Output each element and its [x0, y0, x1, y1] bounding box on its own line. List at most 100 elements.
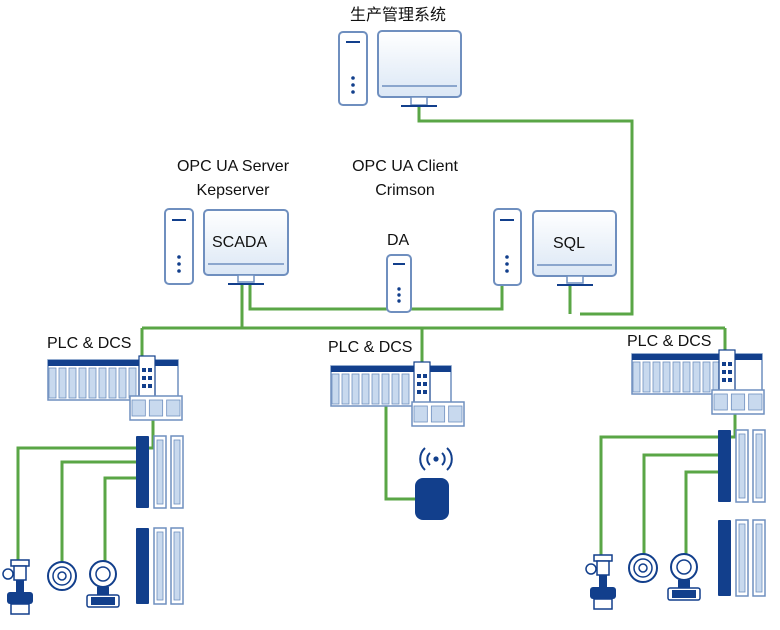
valve-stem — [16, 580, 24, 592]
io-module-channel — [156, 531, 164, 601]
plc-slot — [371, 373, 380, 405]
plc-slot — [351, 373, 360, 405]
plc-cpu-led — [417, 374, 421, 378]
plc-slot — [692, 361, 701, 393]
plc-cpu-led — [423, 390, 427, 394]
plc-dcs-label-right: PLC & DCS — [627, 333, 712, 350]
io-module-dark — [136, 436, 149, 508]
io-module-dark — [718, 430, 731, 502]
plc-cpu-led — [148, 376, 152, 380]
scada-server-tower — [164, 208, 194, 285]
opc-ua-client-label: OPC UA Client — [352, 158, 458, 175]
client-tower — [493, 208, 522, 286]
valve-actuator-cap — [10, 559, 30, 567]
transmitter-flange-core — [672, 590, 696, 598]
field-wire-right-2 — [642, 453, 719, 556]
plc-cpu-led — [423, 382, 427, 386]
plc-rack-top-bar — [632, 354, 762, 360]
field-wire-left-2 — [60, 460, 136, 562]
plc-extension-slot — [713, 393, 728, 411]
link-top-to-bus — [417, 98, 634, 316]
valve-positioner — [2, 568, 14, 580]
plc-slot — [341, 373, 350, 405]
io-module-dark — [718, 520, 731, 596]
io-modules-left — [136, 435, 184, 605]
io-module-dark — [136, 528, 149, 604]
field-wire-left-3 — [103, 476, 136, 562]
plc-slot — [702, 361, 711, 393]
plc-slot — [391, 373, 400, 405]
plc-rack-center — [330, 361, 465, 427]
plc-rack-right — [631, 349, 765, 415]
plc-slot — [48, 367, 57, 399]
management-system-label: 生产管理系统 — [349, 7, 446, 24]
network-links — [16, 98, 737, 572]
kepserver-label: Kepserver — [196, 182, 270, 199]
plc-slot — [401, 373, 410, 405]
da-tower — [386, 254, 412, 313]
crimson-label: Crimson — [375, 182, 435, 199]
plc-cpu-led — [722, 378, 726, 382]
plc-cpu-led — [728, 370, 732, 374]
plc-cpu-module — [138, 355, 156, 401]
plc-cpu-led — [142, 376, 146, 380]
valve-body — [590, 587, 616, 599]
valve-body — [7, 592, 33, 604]
io-module-channel — [738, 523, 746, 593]
plc-rack-top-bar — [331, 366, 451, 372]
opc-ua-server-label: OPC UA Server — [176, 158, 290, 175]
scada-label: SCADA — [212, 234, 268, 251]
transmitter-display — [95, 566, 111, 582]
plc-dcs-label-center: PLC & DCS — [328, 339, 413, 356]
plc-cpu-led — [148, 368, 152, 372]
scada-monitor — [203, 209, 289, 285]
field-wire-right-3 — [684, 470, 719, 556]
management-monitor — [377, 30, 462, 107]
plc-cpu-led — [722, 362, 726, 366]
field-wire-left-1 — [16, 420, 155, 572]
plc-slot — [642, 361, 651, 393]
plc-cpu-led — [417, 382, 421, 386]
valve-actuator-body — [596, 560, 610, 576]
plc-cpu-led — [728, 378, 732, 382]
sql-label: SQL — [553, 235, 586, 252]
plc-rack-left — [47, 355, 183, 421]
plc-cpu-led — [722, 370, 726, 374]
transmitter-display — [676, 559, 692, 575]
plc-extension-slot — [730, 393, 746, 411]
link-scada-to-da-and-server — [248, 282, 504, 311]
field-wire-center — [384, 404, 415, 501]
plc-cpu-module — [718, 349, 736, 395]
valve-actuator-body — [13, 565, 27, 581]
plc-slot — [108, 367, 117, 399]
plc-slot — [361, 373, 370, 405]
plc-extension-slot — [448, 405, 463, 423]
da-label: DA — [387, 232, 410, 249]
io-module-channel — [156, 439, 164, 505]
plc-cpu-led — [423, 374, 427, 378]
plc-cpu-module — [413, 361, 431, 407]
plc-rack-frame — [330, 365, 452, 407]
plc-slot — [68, 367, 77, 399]
plc-dcs-label-left: PLC & DCS — [47, 335, 132, 352]
plc-cpu-led — [728, 362, 732, 366]
valve-flange — [10, 603, 30, 615]
plc-extension-slot — [748, 393, 763, 411]
plc-slot — [672, 361, 681, 393]
plc-rack-top-bar — [48, 360, 178, 366]
plc-slot — [381, 373, 390, 405]
plc-extension-slot — [131, 399, 146, 417]
io-module-channel — [755, 523, 763, 593]
field-instruments-left — [2, 559, 120, 615]
io-module-channel — [173, 439, 181, 505]
transmitter-neck — [678, 580, 690, 588]
valve-stem — [599, 575, 607, 587]
io-module-channel — [738, 433, 746, 499]
plc-slot — [118, 367, 127, 399]
plc-cpu-led — [417, 390, 421, 394]
field-instruments-right — [585, 553, 701, 610]
plc-slot — [78, 367, 87, 399]
management-tower — [338, 31, 368, 106]
io-modules-right — [718, 429, 766, 597]
